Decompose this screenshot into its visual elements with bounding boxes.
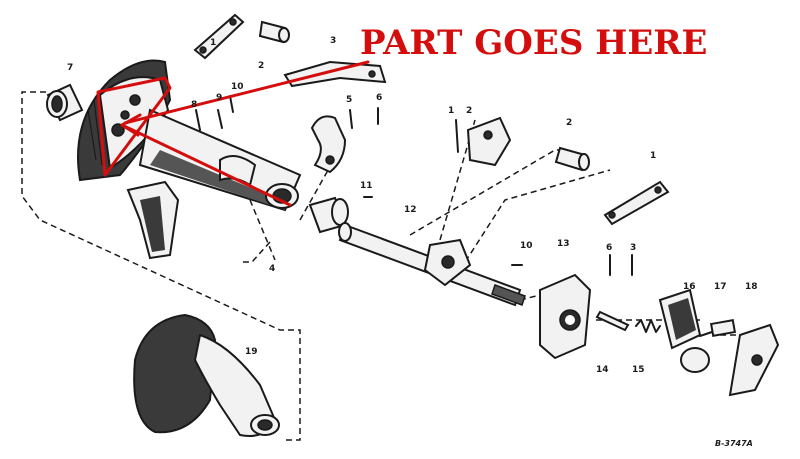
part-number-17: 15 (632, 365, 645, 375)
part-number-19: 17 (714, 282, 727, 292)
part-number-6: 6 (376, 93, 382, 103)
yoke-arm-part (283, 60, 387, 88)
mount-bracket-part (466, 116, 512, 167)
long-shaft-part (338, 222, 526, 307)
part-number-21: 19 (245, 347, 258, 357)
part-number-8: 2 (466, 106, 472, 116)
part-number-18: 16 (683, 282, 696, 292)
part-number-11: 9 (216, 93, 222, 103)
top-link-part (193, 13, 245, 60)
part-number-15: 13 (557, 239, 570, 249)
split-clamp-part (310, 115, 347, 174)
part-number-12b: 10 (520, 241, 533, 251)
part-number-20: 18 (745, 282, 758, 292)
part-number-1: 1 (210, 38, 216, 48)
small-bushing-top (258, 20, 290, 44)
bolt-part (699, 319, 737, 337)
part-number-labels: 7 8 9 10 1 2 3 4 5 6 1 2 11 12 10 13 2 1… (67, 36, 758, 375)
right-bushing-part (554, 146, 590, 172)
main-housing-tube (138, 108, 302, 212)
red-annotation (96, 60, 370, 207)
pin-part (595, 310, 630, 332)
part-number-2: 2 (258, 61, 264, 71)
part-number-9: 7 (67, 63, 73, 73)
part-number-13: 11 (360, 181, 373, 191)
part-number-4: 4 (269, 264, 275, 274)
part-number-14: 12 (404, 205, 417, 215)
callout-text: PART GOES HERE (360, 23, 707, 63)
clamp-assembly-part (658, 288, 710, 373)
screw-fasteners (195, 95, 633, 276)
gasket-plate-part (728, 323, 780, 397)
bushing-part (46, 83, 84, 122)
part-number-12: 10 (231, 82, 244, 92)
right-link-part (603, 180, 670, 226)
part-number-2b: 2 (566, 118, 572, 128)
part-number-6b: 6 (606, 243, 612, 253)
part-number-10: 8 (191, 100, 197, 110)
support-bracket (126, 180, 180, 260)
spring-part (635, 319, 661, 333)
part-number-3: 3 (330, 36, 336, 46)
figure-reference: B-3747A (715, 439, 753, 448)
part-number-5: 5 (346, 95, 352, 105)
part-number-3b: 3 (630, 243, 636, 253)
part-number-1b: 1 (650, 151, 656, 161)
lower-hub-assembly (133, 313, 280, 437)
part-number-16: 14 (596, 365, 609, 375)
housing-block-part (539, 273, 592, 360)
part-number-7: 1 (448, 106, 454, 116)
